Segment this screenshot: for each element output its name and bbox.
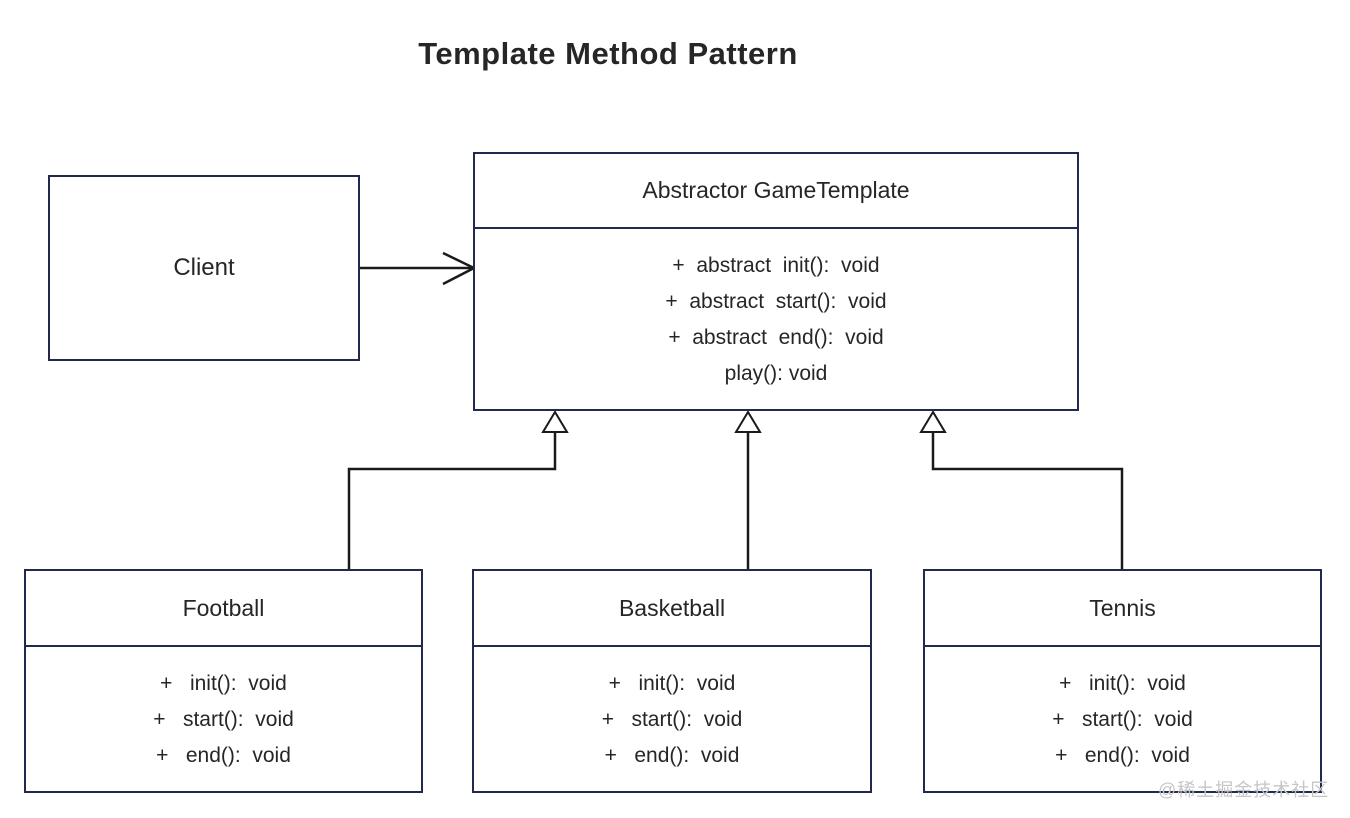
- method-line: + start(): void: [601, 708, 743, 731]
- football-methods: + init(): void + start(): void + end(): …: [26, 647, 421, 793]
- football-header: Football: [26, 571, 421, 647]
- method-line: + end(): void: [1055, 744, 1190, 767]
- basketball-inheritance-connector: [734, 410, 762, 570]
- tennis-name: Tennis: [1089, 594, 1156, 621]
- basketball-name: Basketball: [618, 594, 726, 621]
- diagram-title: Template Method Pattern: [418, 36, 798, 71]
- method-line: + abstract end(): void: [668, 326, 884, 349]
- tennis-methods: + init(): void + start(): void + end(): …: [925, 647, 1320, 793]
- tennis-inheritance-triangle-icon: [919, 410, 947, 433]
- basketball-methods: + init(): void + start(): void + end(): …: [474, 647, 870, 793]
- football-node: Football + init(): void + start(): void …: [24, 569, 423, 793]
- tennis-inheritance-connector: [919, 410, 1124, 570]
- method-line: + init(): void: [608, 672, 736, 695]
- game-template-node: Abstractor GameTemplate + abstract init(…: [473, 152, 1079, 411]
- method-line: + init(): void: [1059, 672, 1186, 695]
- game-template-name: Abstractor GameTemplate: [642, 177, 910, 203]
- tennis-header: Tennis: [925, 571, 1320, 647]
- game-template-header: Abstractor GameTemplate: [475, 154, 1077, 229]
- method-line: + start(): void: [153, 708, 294, 731]
- football-name: Football: [182, 594, 265, 621]
- client-node-label: Client: [173, 254, 235, 281]
- method-line: + init(): void: [160, 672, 287, 695]
- tennis-node: Tennis + init(): void + start(): void + …: [923, 569, 1322, 793]
- method-line: play(): void: [724, 362, 828, 385]
- method-line: + abstract init(): void: [672, 254, 880, 277]
- football-inheritance-triangle-icon: [541, 410, 569, 433]
- client-association-arrow: [360, 251, 477, 286]
- basketball-inheritance-triangle-icon: [734, 410, 762, 433]
- basketball-node: Basketball + init(): void + start(): voi…: [472, 569, 872, 793]
- client-node: Client: [48, 175, 360, 361]
- game-template-methods: + abstract init(): void + abstract start…: [475, 229, 1077, 411]
- method-line: + abstract start(): void: [665, 290, 887, 313]
- football-inheritance-connector: [347, 410, 569, 570]
- basketball-header: Basketball: [474, 571, 870, 647]
- watermark: @稀土掘金技术社区: [1158, 780, 1330, 800]
- method-line: + end(): void: [604, 744, 740, 767]
- method-line: + start(): void: [1052, 708, 1193, 731]
- method-line: + end(): void: [156, 744, 291, 767]
